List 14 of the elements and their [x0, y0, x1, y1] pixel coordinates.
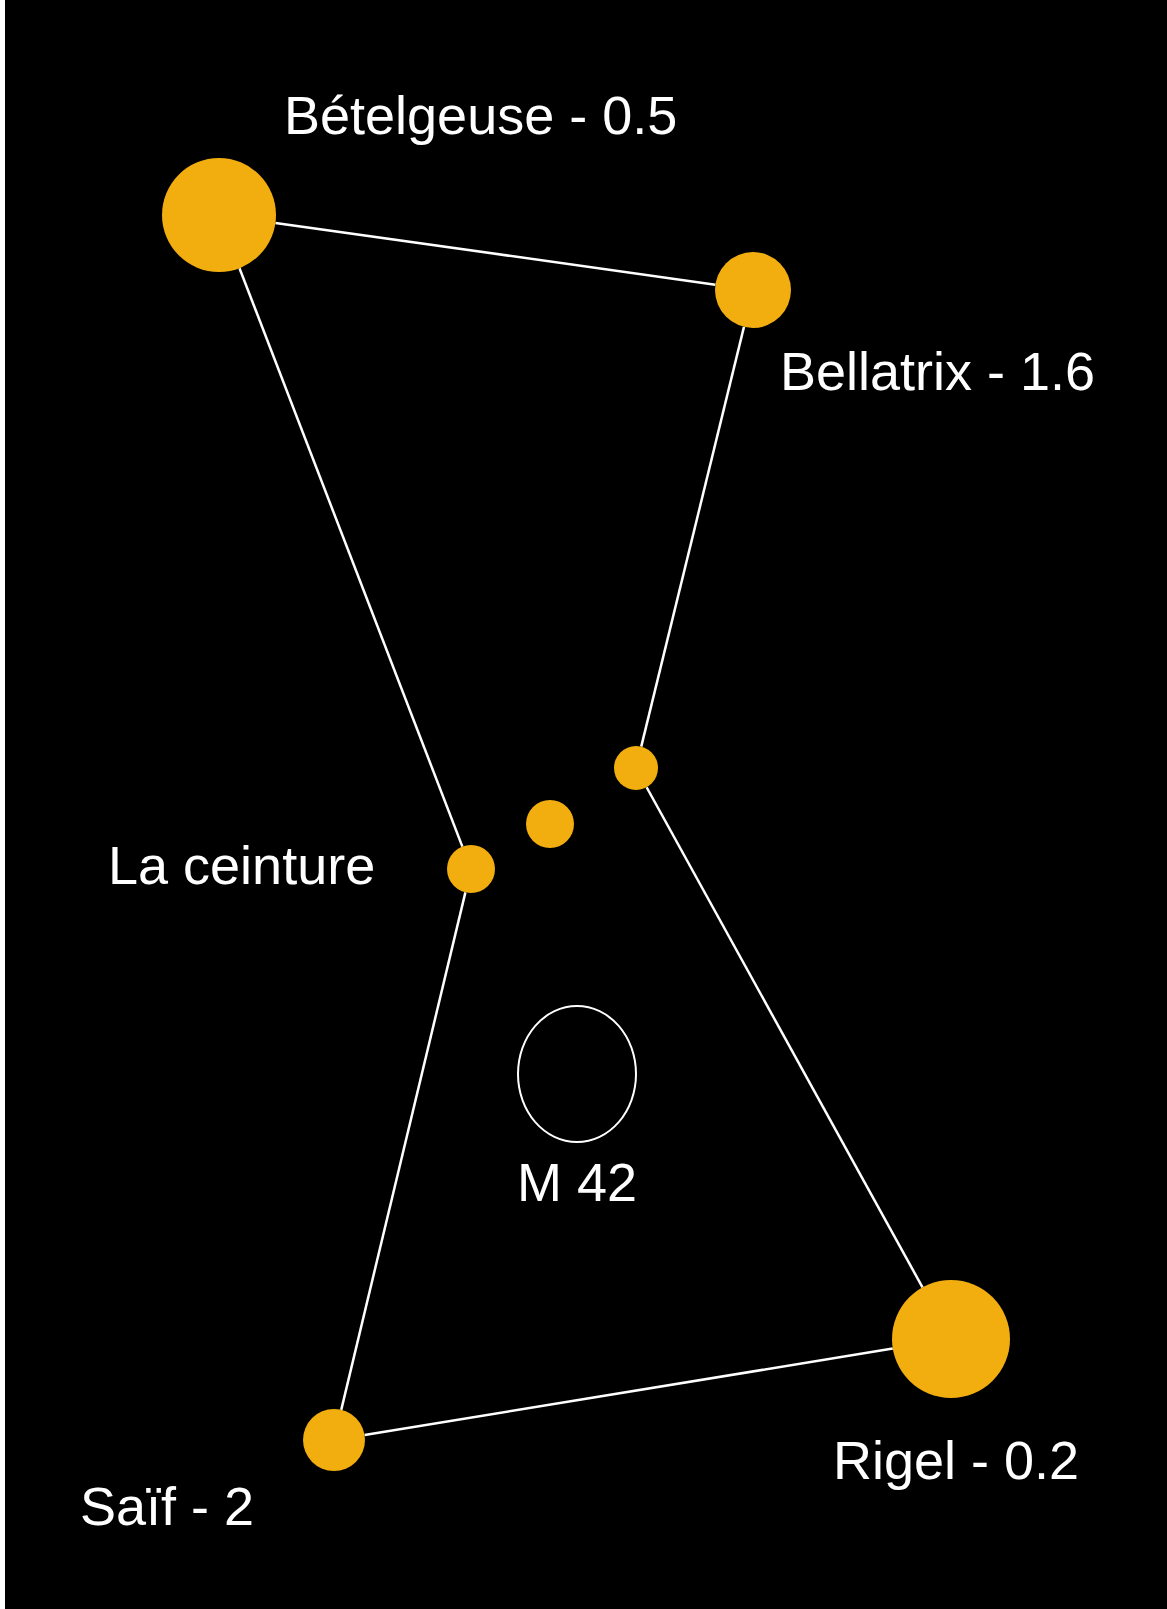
constellation-line — [364, 1347, 893, 1437]
star-label: M 42 — [516, 1155, 638, 1209]
nebula-outline — [517, 1005, 637, 1143]
group-label: La ceinture — [108, 838, 376, 892]
constellation-line — [340, 892, 467, 1411]
star-dot — [447, 845, 495, 893]
star-label: Bellatrix - 1.6 — [780, 344, 1096, 398]
star-dot — [614, 746, 658, 790]
star-label: Saïf - 2 — [80, 1479, 255, 1533]
constellation-line — [645, 786, 924, 1288]
constellation-line — [640, 326, 746, 747]
star-dot — [526, 800, 574, 848]
constellation-line — [238, 267, 464, 848]
constellation-line — [275, 221, 716, 286]
